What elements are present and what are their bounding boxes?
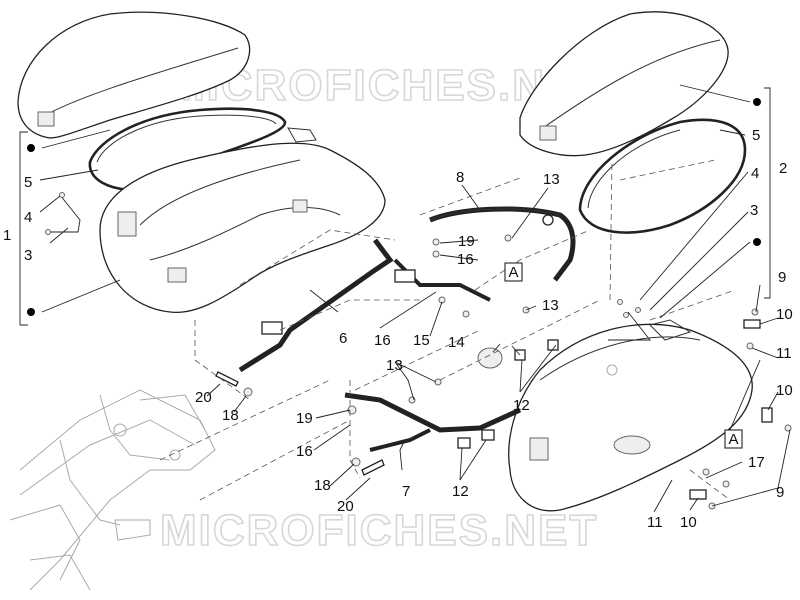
callout-10-lower: 10 xyxy=(680,514,697,531)
spring-pin-upper xyxy=(215,371,239,387)
small-hardware xyxy=(45,192,792,510)
callout-11-right: 11 xyxy=(776,345,792,362)
callout-13-top: 13 xyxy=(543,171,560,188)
callout-4-left: 4 xyxy=(24,209,32,226)
callout-11-bottom: 11 xyxy=(647,514,663,531)
callout-17: 17 xyxy=(748,454,765,471)
callout-8: 8 xyxy=(456,169,464,186)
support-bracket-lower xyxy=(344,392,522,452)
callout-10-upper: 10 xyxy=(776,306,793,323)
bracket-group-2 xyxy=(753,87,771,299)
right-case-body xyxy=(508,319,753,512)
callout-15: 15 xyxy=(413,332,430,349)
callout-20-lower: 20 xyxy=(337,498,354,515)
callout-10-middle: 10 xyxy=(776,382,793,399)
right-case-lid xyxy=(519,11,729,157)
support-bracket-upper xyxy=(429,206,576,282)
callout-14: 14 xyxy=(448,334,465,351)
callout-6: 6 xyxy=(339,330,347,347)
watermark-bottom: MICROFICHES.NET xyxy=(160,506,598,555)
cap-disc xyxy=(477,347,503,369)
callout-5-right: 5 xyxy=(752,127,760,144)
reference-box-a-left xyxy=(504,262,523,282)
callout-3-left: 3 xyxy=(24,247,32,264)
callout-9-upper: 9 xyxy=(778,269,786,286)
callout-7: 7 xyxy=(402,483,410,500)
support-bracket-left xyxy=(238,238,491,373)
callout-16-middle: 16 xyxy=(374,332,391,349)
rear-frame xyxy=(9,389,216,591)
callout-18-lower: 18 xyxy=(314,477,331,494)
leader-lines xyxy=(39,84,791,513)
callout-19-top: 19 xyxy=(458,233,475,250)
callout-13-middle: 13 xyxy=(542,297,559,314)
callout-20-upper: 20 xyxy=(195,389,212,406)
callout-16-lower: 16 xyxy=(296,443,313,460)
callout-1: 1 xyxy=(3,227,11,244)
callout-3-right: 3 xyxy=(750,202,758,219)
right-lid-seal xyxy=(578,118,747,234)
callout-13-left: 13 xyxy=(386,357,403,374)
spring-pin-lower xyxy=(361,459,385,476)
left-case-lid xyxy=(17,11,251,139)
left-case-body xyxy=(99,127,386,314)
reference-label-a-right: A xyxy=(729,431,739,448)
callout-18-upper: 18 xyxy=(222,407,239,424)
callout-16-top: 16 xyxy=(457,251,474,268)
callout-2: 2 xyxy=(779,160,787,177)
callout-12-upper: 12 xyxy=(513,397,530,414)
callout-5-left: 5 xyxy=(24,174,32,191)
reference-box-a-right xyxy=(724,429,743,449)
reference-label-a-left: A xyxy=(509,264,519,281)
bracket-group-1 xyxy=(19,131,35,326)
callout-12-lower: 12 xyxy=(452,483,469,500)
callout-4-right: 4 xyxy=(751,165,759,182)
callout-9-lower: 9 xyxy=(776,484,784,501)
callout-19-lower: 19 xyxy=(296,410,313,427)
